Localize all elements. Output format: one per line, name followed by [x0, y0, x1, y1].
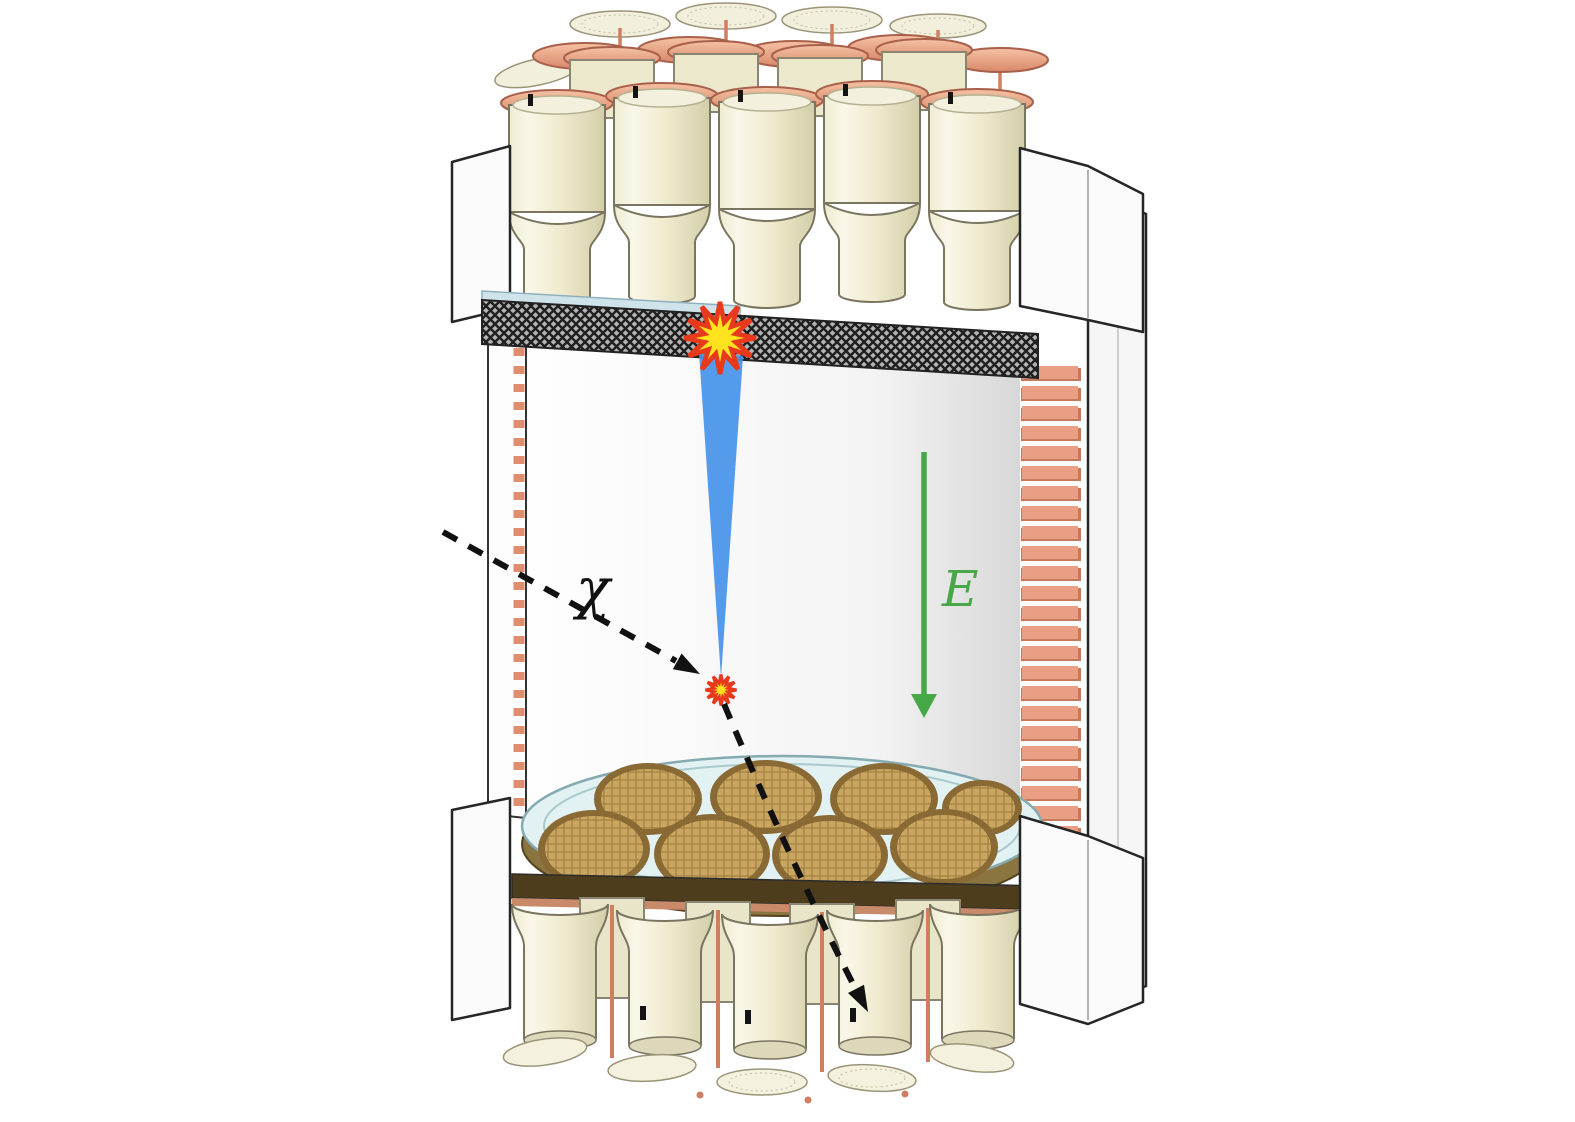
bottom-pmt-plate	[520, 754, 1044, 917]
particle-track-incoming	[441, 529, 678, 664]
field-label: E	[941, 560, 979, 618]
bottom-pmt-array	[502, 897, 1027, 1104]
field-arrow: E	[911, 452, 979, 718]
particle-track-outgoing	[721, 702, 855, 984]
top-frame-right	[1018, 146, 1145, 334]
top-frame	[450, 144, 1145, 334]
particle-track-arrowhead-out	[848, 984, 868, 1012]
particle-track-arrowhead-in	[672, 653, 700, 674]
right-field-cage	[1021, 366, 1081, 858]
bottom-frame	[450, 796, 1145, 1026]
bottom-frame-left	[450, 796, 512, 1022]
anode-mesh	[481, 290, 1039, 380]
electron-drift-cone	[699, 352, 743, 678]
particle-label: χ	[572, 557, 613, 622]
inner-volume	[495, 318, 1020, 848]
field-arrowhead	[911, 694, 937, 718]
particle-track: χ	[441, 529, 868, 1012]
bottom-frame-right	[1018, 814, 1145, 1026]
top-pmt-array-front	[500, 80, 1034, 312]
